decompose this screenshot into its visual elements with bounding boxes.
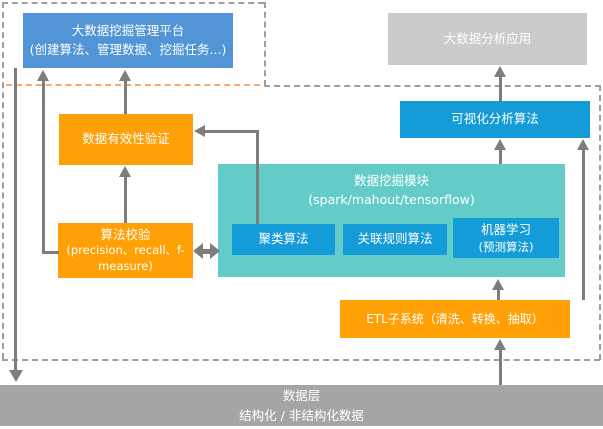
algorithm-check-title: 算法校验 [100, 226, 151, 242]
visualization-title: 可视化分析算法 [451, 111, 539, 127]
analysis-app-title: 大数据分析应用 [443, 30, 532, 46]
double-arrow-check-module-right-head [210, 243, 220, 259]
arrow-check-to-validation-line [124, 177, 127, 223]
orange-dashed-divider [6, 84, 260, 86]
arrow-module-to-validation-vline [256, 130, 259, 224]
arrow-module-to-validation-head [194, 125, 205, 137]
region-border-left [2, 2, 4, 359]
etl-title: ETL子系统（清洗、转换、抽取） [366, 312, 544, 326]
machine-learning-label: 机器学习 [480, 222, 531, 238]
visualization-box: 可视化分析算法 [400, 101, 590, 138]
arrow-module-to-validation-hline [205, 130, 259, 133]
algorithm-check-box: 算法校验 (precision、recall、f-measure) [58, 223, 193, 278]
arrow-visualization-to-app-head [494, 66, 506, 77]
association-rules-box: 关联规则算法 [343, 224, 447, 255]
management-platform-subtitle: (创建算法、管理数据、挖掘任务...) [29, 41, 227, 57]
arrow-visualization-to-app-line [499, 77, 502, 101]
arrow-check-to-platform-hline [42, 251, 59, 254]
arrow-datalayer-to-etl-line [499, 350, 502, 385]
data-validation-title: 数据有效性验证 [82, 131, 170, 147]
machine-learning-box: 机器学习 (预测算法) [453, 218, 559, 258]
arrow-etl-to-module-line [497, 290, 500, 300]
data-layer-bar: 数据层 结构化 / 非结构化数据 [0, 385, 603, 426]
data-layer-subtitle: 结构化 / 非结构化数据 [239, 407, 364, 423]
mining-module-subtitle: (spark/mahout/tensorflow) [308, 191, 475, 207]
mining-module-box: 数据挖掘模块 (spark/mahout/tensorflow) 聚类算法 关联… [218, 164, 565, 277]
double-arrow-check-module-left-head [193, 243, 203, 259]
arrow-datalayer-to-etl-head [494, 339, 506, 350]
management-platform-title: 大数据挖掘管理平台 [71, 22, 185, 38]
cluster-algorithm-label: 聚类算法 [258, 231, 309, 247]
etl-box: ETL子系统（清洗、转换、抽取） [340, 300, 570, 338]
mining-module-title: 数据挖掘模块 [353, 173, 429, 188]
analysis-app-box: 大数据分析应用 [388, 13, 587, 65]
platform-region-border-top [2, 2, 264, 4]
arrow-check-to-platform-head [37, 70, 49, 81]
main-region-border-top [264, 85, 601, 87]
arrow-platform-to-datalayer-head [9, 370, 23, 382]
cluster-algorithm-box: 聚类算法 [232, 224, 335, 255]
arrow-validation-to-platform-line [124, 81, 127, 114]
platform-region-border-right [264, 2, 266, 86]
main-region-border-right [599, 85, 601, 360]
machine-learning-sublabel: (预测算法) [478, 239, 534, 254]
arrow-check-to-validation-head [119, 166, 131, 177]
algorithm-check-subtitle: (precision、recall、f-measure) [66, 243, 185, 273]
data-validation-box: 数据有效性验证 [59, 114, 193, 165]
arrow-platform-to-datalayer-line [14, 68, 17, 371]
arrow-etl-to-module-head [492, 279, 504, 290]
arrow-etl-to-visualization-line [582, 150, 585, 300]
main-region-border-bottom [2, 359, 600, 361]
association-rules-label: 关联规则算法 [357, 231, 433, 247]
data-layer-title: 数据层 [282, 388, 321, 404]
management-platform-box: 大数据挖掘管理平台 (创建算法、管理数据、挖掘任务...) [23, 13, 233, 68]
arrow-etl-to-visualization-head [577, 139, 589, 150]
arrow-check-to-platform-vline [42, 81, 45, 254]
arrow-module-to-visualization-head [494, 139, 506, 150]
arrow-validation-to-platform-head [119, 70, 131, 81]
arrow-module-to-visualization-line [499, 150, 502, 164]
mining-module-header: 数据挖掘模块 (spark/mahout/tensorflow) [218, 172, 565, 210]
double-arrow-check-module-line [202, 249, 211, 254]
